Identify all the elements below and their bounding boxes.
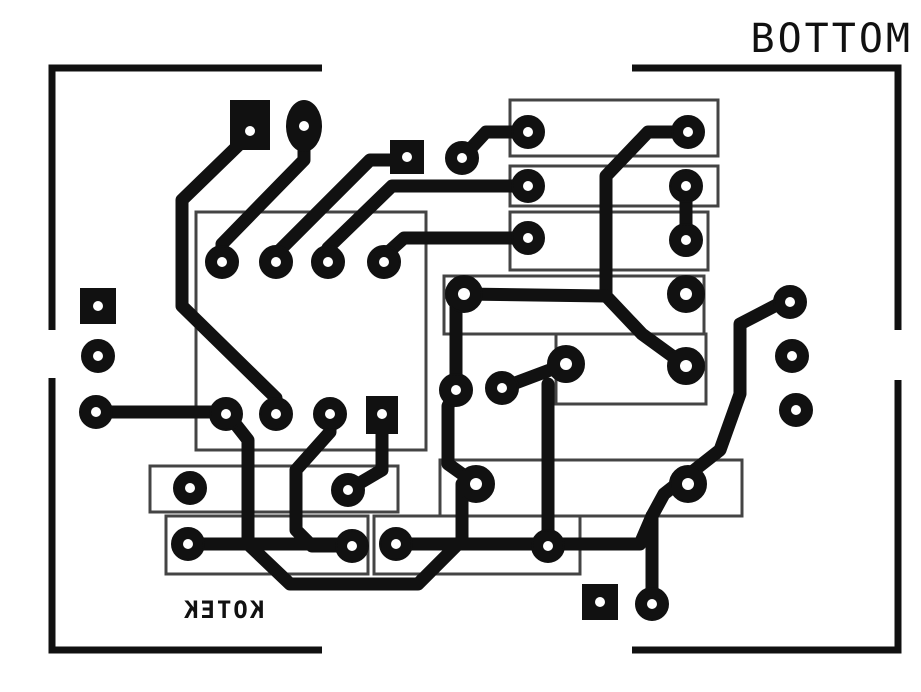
round-pad-holes [91,127,801,609]
mirrored-board-label: KOTEK [182,596,265,624]
oval-pad [286,100,322,152]
board-frame [48,64,902,654]
layer-label: BOTTOM [750,16,913,62]
square-pad-holes [93,126,605,607]
